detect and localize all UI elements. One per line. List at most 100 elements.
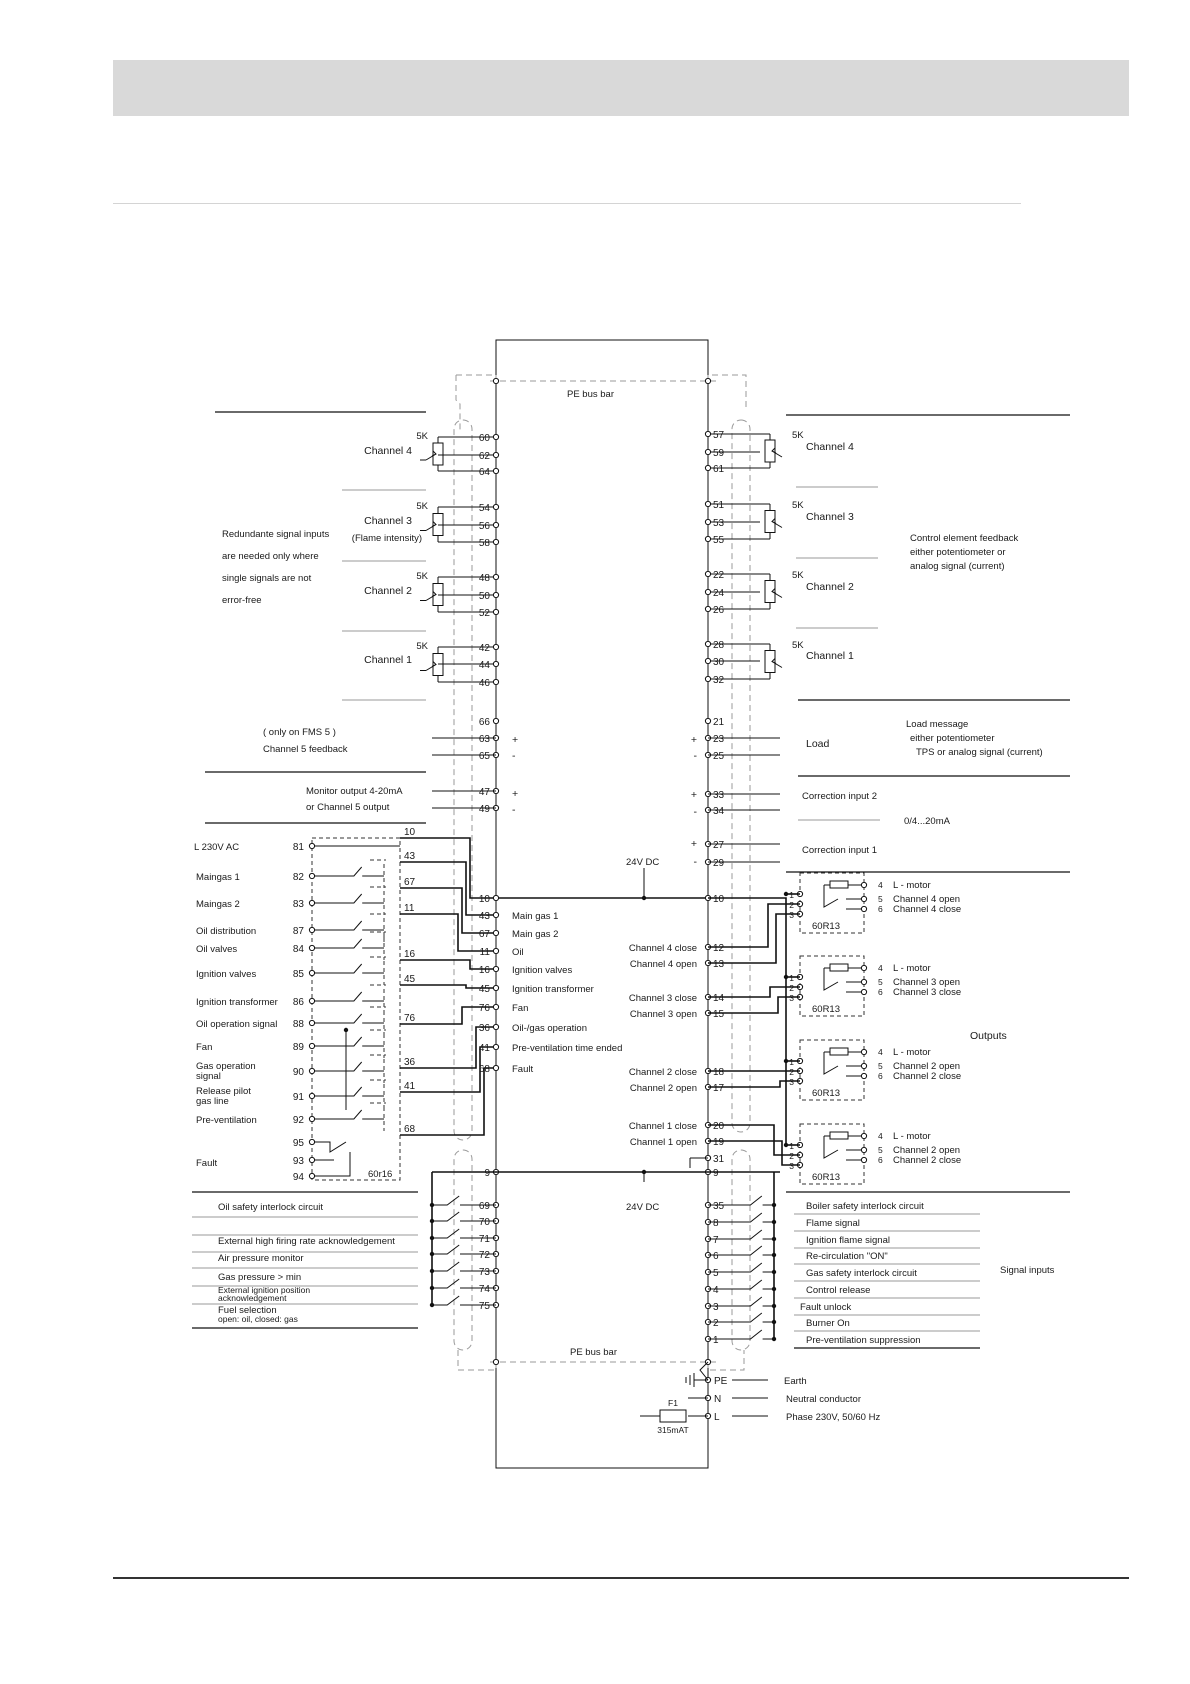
right-channel-term-number: 57 bbox=[713, 430, 725, 441]
right-channel-terminal bbox=[704, 430, 712, 438]
left-input-label: External high firing rate acknowledgemen… bbox=[218, 1236, 395, 1247]
relay-model: 60R13 bbox=[812, 1088, 840, 1099]
output-term-number: 88 bbox=[293, 1019, 305, 1030]
inner-left-label: Fault bbox=[512, 1064, 533, 1075]
output-terminal bbox=[308, 1042, 316, 1050]
fms-terminal bbox=[492, 717, 500, 725]
right-channel-term-number: 26 bbox=[713, 605, 725, 616]
bridge-wire bbox=[400, 837, 496, 899]
five-k-label: 5K bbox=[792, 570, 804, 581]
left-channel-term-number: 58 bbox=[479, 538, 491, 549]
left-channel-terminal bbox=[492, 503, 500, 511]
left-input-term-number: 75 bbox=[479, 1301, 491, 1312]
inner-left-term-number: 67 bbox=[479, 929, 491, 940]
correction2-term-number: 34 bbox=[713, 806, 725, 817]
left-channel-term-number: 54 bbox=[479, 503, 491, 514]
load-term-number: 21 bbox=[713, 717, 725, 728]
relay-drive-wire bbox=[708, 986, 800, 998]
output-terminal bbox=[308, 926, 316, 934]
fuse-symbol bbox=[659, 1409, 687, 1423]
output-term-number: 89 bbox=[293, 1042, 305, 1053]
relay-open-label: Channel 2 open bbox=[893, 1061, 960, 1072]
output-contact bbox=[344, 1061, 370, 1072]
right-channel-terminal bbox=[704, 675, 712, 683]
inner-left-term-number: 76 bbox=[479, 1003, 491, 1014]
feedback-note-line: either potentiometer or bbox=[910, 547, 1006, 558]
relay-open-label: Channel 4 open bbox=[893, 894, 960, 905]
left-channel-terminal bbox=[492, 660, 500, 668]
right-input-contact bbox=[736, 1195, 774, 1206]
right-potentiometer-2-wiper bbox=[771, 518, 783, 528]
output-term-number: 91 bbox=[293, 1092, 305, 1103]
output-term-number: 87 bbox=[293, 926, 305, 937]
right-input-term-number: 7 bbox=[713, 1235, 719, 1246]
five-k-label: 5K bbox=[792, 640, 804, 651]
left-input-term-number: 74 bbox=[479, 1284, 491, 1295]
feedback-note-line: Control element feedback bbox=[910, 533, 1019, 544]
power-term-number: L bbox=[714, 1412, 720, 1423]
left-input-label: External ignition position bbox=[218, 1285, 310, 1295]
term9-left-number: 9 bbox=[484, 1168, 490, 1179]
output-term-number: 92 bbox=[293, 1115, 305, 1126]
left-input-contact bbox=[432, 1228, 472, 1239]
left-channel-terminal bbox=[492, 521, 500, 529]
left-channel-terminal bbox=[492, 591, 500, 599]
inner-left-term-number: 11 bbox=[480, 947, 491, 958]
right-channel-label: Channel 3 bbox=[806, 511, 854, 523]
inner-left-label: Ignition valves bbox=[512, 965, 572, 976]
relay-pin-number: 1 bbox=[789, 890, 794, 900]
correction2-term-number: 33 bbox=[713, 790, 725, 801]
inner-left-terminal bbox=[492, 1023, 500, 1031]
relay-pin-number: 2 bbox=[789, 983, 794, 993]
right-input-contact bbox=[736, 1279, 774, 1290]
relay-pin bbox=[860, 895, 868, 903]
five-k-label: 5K bbox=[416, 571, 428, 582]
inner-left-label: Fan bbox=[512, 1003, 528, 1014]
five-k-label: 5K bbox=[792, 430, 804, 441]
load-title: Load bbox=[806, 738, 830, 750]
five-k-label: 5K bbox=[416, 501, 428, 512]
inner-left-terminal bbox=[492, 929, 500, 937]
relay-close-label: Channel 2 close bbox=[893, 1071, 961, 1082]
right-input-contact bbox=[736, 1312, 774, 1323]
left-channel-label: Channel 3 bbox=[364, 515, 412, 527]
left-output-label: Oil valves bbox=[196, 944, 237, 955]
relay-pin bbox=[860, 988, 868, 996]
bridge-wire bbox=[400, 887, 496, 934]
redundant-note-line: single signals are not bbox=[222, 573, 312, 584]
relay-model: 60R13 bbox=[812, 1004, 840, 1015]
right-channel-term-number: 32 bbox=[713, 675, 725, 686]
load-term-number: 25 bbox=[713, 751, 725, 762]
left-potentiometer-1 bbox=[432, 442, 444, 466]
output-terminal bbox=[308, 899, 316, 907]
load-term-number: 23 bbox=[713, 734, 725, 745]
inner-left-term-number: 43 bbox=[479, 911, 491, 922]
inner-left-term-number: 10 bbox=[479, 894, 491, 905]
bridge-number: 16 bbox=[404, 949, 416, 960]
relay-coil bbox=[829, 963, 849, 972]
minus-sign: - bbox=[694, 750, 698, 762]
right-channel-terminal bbox=[704, 518, 712, 526]
relay-pin-number: 4 bbox=[878, 1047, 883, 1057]
left-input-contact bbox=[432, 1295, 472, 1306]
relay-motor-label: L - motor bbox=[893, 1047, 931, 1058]
right-input-label: Re-circulation "ON" bbox=[806, 1251, 888, 1262]
relay-pin-number: 4 bbox=[878, 880, 883, 890]
inner-right-term-number: 14 bbox=[713, 993, 725, 1004]
inner-right-term-number: 18 bbox=[713, 1067, 725, 1078]
relay-pin-number: 1 bbox=[789, 973, 794, 983]
output-contact bbox=[344, 963, 370, 974]
right-channel-term-number: 24 bbox=[713, 588, 725, 599]
left-channel-term-number: 44 bbox=[479, 660, 491, 671]
fault-contact bbox=[314, 1141, 351, 1177]
left-channel-label: Channel 4 bbox=[364, 445, 412, 457]
pe-bus-top-label: PE bus bar bbox=[567, 389, 614, 400]
output-term-number: 82 bbox=[293, 872, 305, 883]
fault-terminal bbox=[308, 1172, 316, 1180]
fuse-rating: 315mAT bbox=[657, 1425, 689, 1435]
inner-left-label: Main gas 2 bbox=[512, 929, 558, 940]
outputs-label: Outputs bbox=[970, 1030, 1007, 1042]
right-input-contact bbox=[736, 1296, 774, 1307]
relay-pin-number: 5 bbox=[878, 977, 883, 987]
